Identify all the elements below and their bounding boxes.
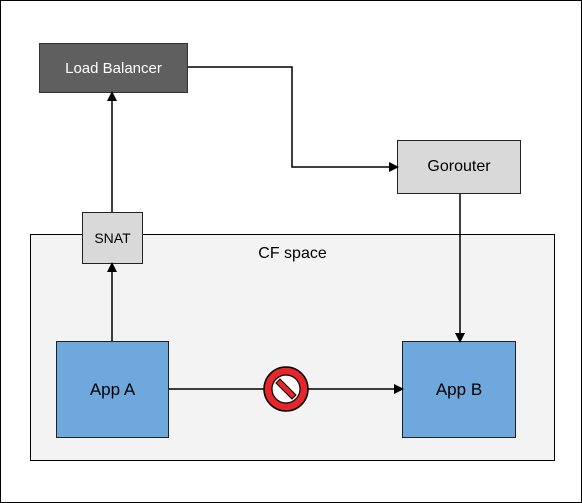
- app-b-node: App B: [402, 341, 516, 438]
- app-a-node: App A: [56, 341, 169, 438]
- gorouter-node: Gorouter: [397, 140, 521, 194]
- load-balancer-node: Load Balancer: [39, 43, 188, 93]
- app-b-label: App B: [435, 379, 483, 399]
- gorouter-label: Gorouter: [427, 158, 491, 175]
- snat-label: SNAT: [94, 230, 131, 246]
- snat-node: SNAT: [82, 212, 143, 264]
- cf-space-label: CF space: [258, 245, 327, 262]
- load-balancer-label: Load Balancer: [65, 59, 162, 77]
- app-a-label: App A: [89, 379, 136, 399]
- edge-load-balancer-to-gorouter: [188, 66, 399, 172]
